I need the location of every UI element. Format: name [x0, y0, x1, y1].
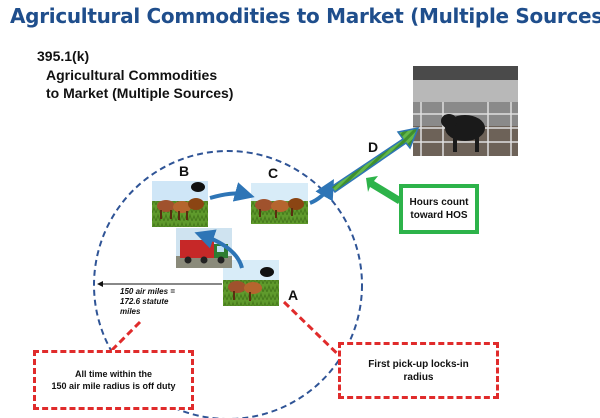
- node-label-c: C: [268, 165, 279, 181]
- off-duty-line-1: All time within the: [74, 369, 152, 379]
- pickup-line-1: First pick-up locks-in: [368, 358, 469, 370]
- subtitle-line-1: Agricultural Commodities: [46, 67, 218, 83]
- radius-circle: [93, 150, 363, 418]
- radius-note-line-1: 150 air miles =: [120, 287, 175, 296]
- hos-line-1: Hours count: [409, 197, 469, 208]
- cattle-photo: [223, 260, 279, 306]
- page-title: Agricultural Commodities to Market (Mult…: [10, 4, 600, 28]
- route-arrow-to-market: [329, 126, 420, 194]
- subtitle-line-2: to Market (Multiple Sources): [46, 85, 234, 101]
- hos-callout-text: Hours count toward HOS: [410, 196, 469, 222]
- off-duty-callout: All time within the 150 air mile radius …: [33, 350, 194, 410]
- off-duty-callout-text: All time within the 150 air mile radius …: [44, 368, 184, 392]
- off-duty-line-2: 150 air mile radius is off duty: [51, 381, 176, 391]
- node-label-a: A: [288, 287, 299, 303]
- hos-callout: Hours count toward HOS: [399, 184, 479, 234]
- pickup-callout-text: First pick-up locks-in radius: [368, 358, 469, 384]
- pickup-connector: [282, 300, 352, 368]
- cattle-photo: [152, 181, 208, 227]
- radius-note: 150 air miles = 172.6 statute miles: [120, 287, 210, 317]
- node-label-b: B: [179, 163, 190, 179]
- route-arrow-c-exit: [309, 179, 334, 205]
- node-label-d: D: [368, 139, 379, 155]
- pickup-line-2: radius: [403, 371, 434, 383]
- hos-pointer-arrow: [366, 176, 402, 204]
- hos-line-2: toward HOS: [410, 210, 468, 221]
- route-arrow-b-to-c: [209, 182, 255, 202]
- route-arrow-a-to-b: [194, 229, 244, 269]
- radius-note-line-2: 172.6 statute: [120, 297, 169, 306]
- regulation-code: 395.1(k): [37, 48, 90, 64]
- offduty-connector: [108, 320, 142, 354]
- radius-note-line-3: miles: [120, 307, 141, 316]
- cattle-photo: [251, 183, 308, 224]
- stockyard-photo: [413, 66, 518, 156]
- pickup-callout: First pick-up locks-in radius: [338, 342, 499, 399]
